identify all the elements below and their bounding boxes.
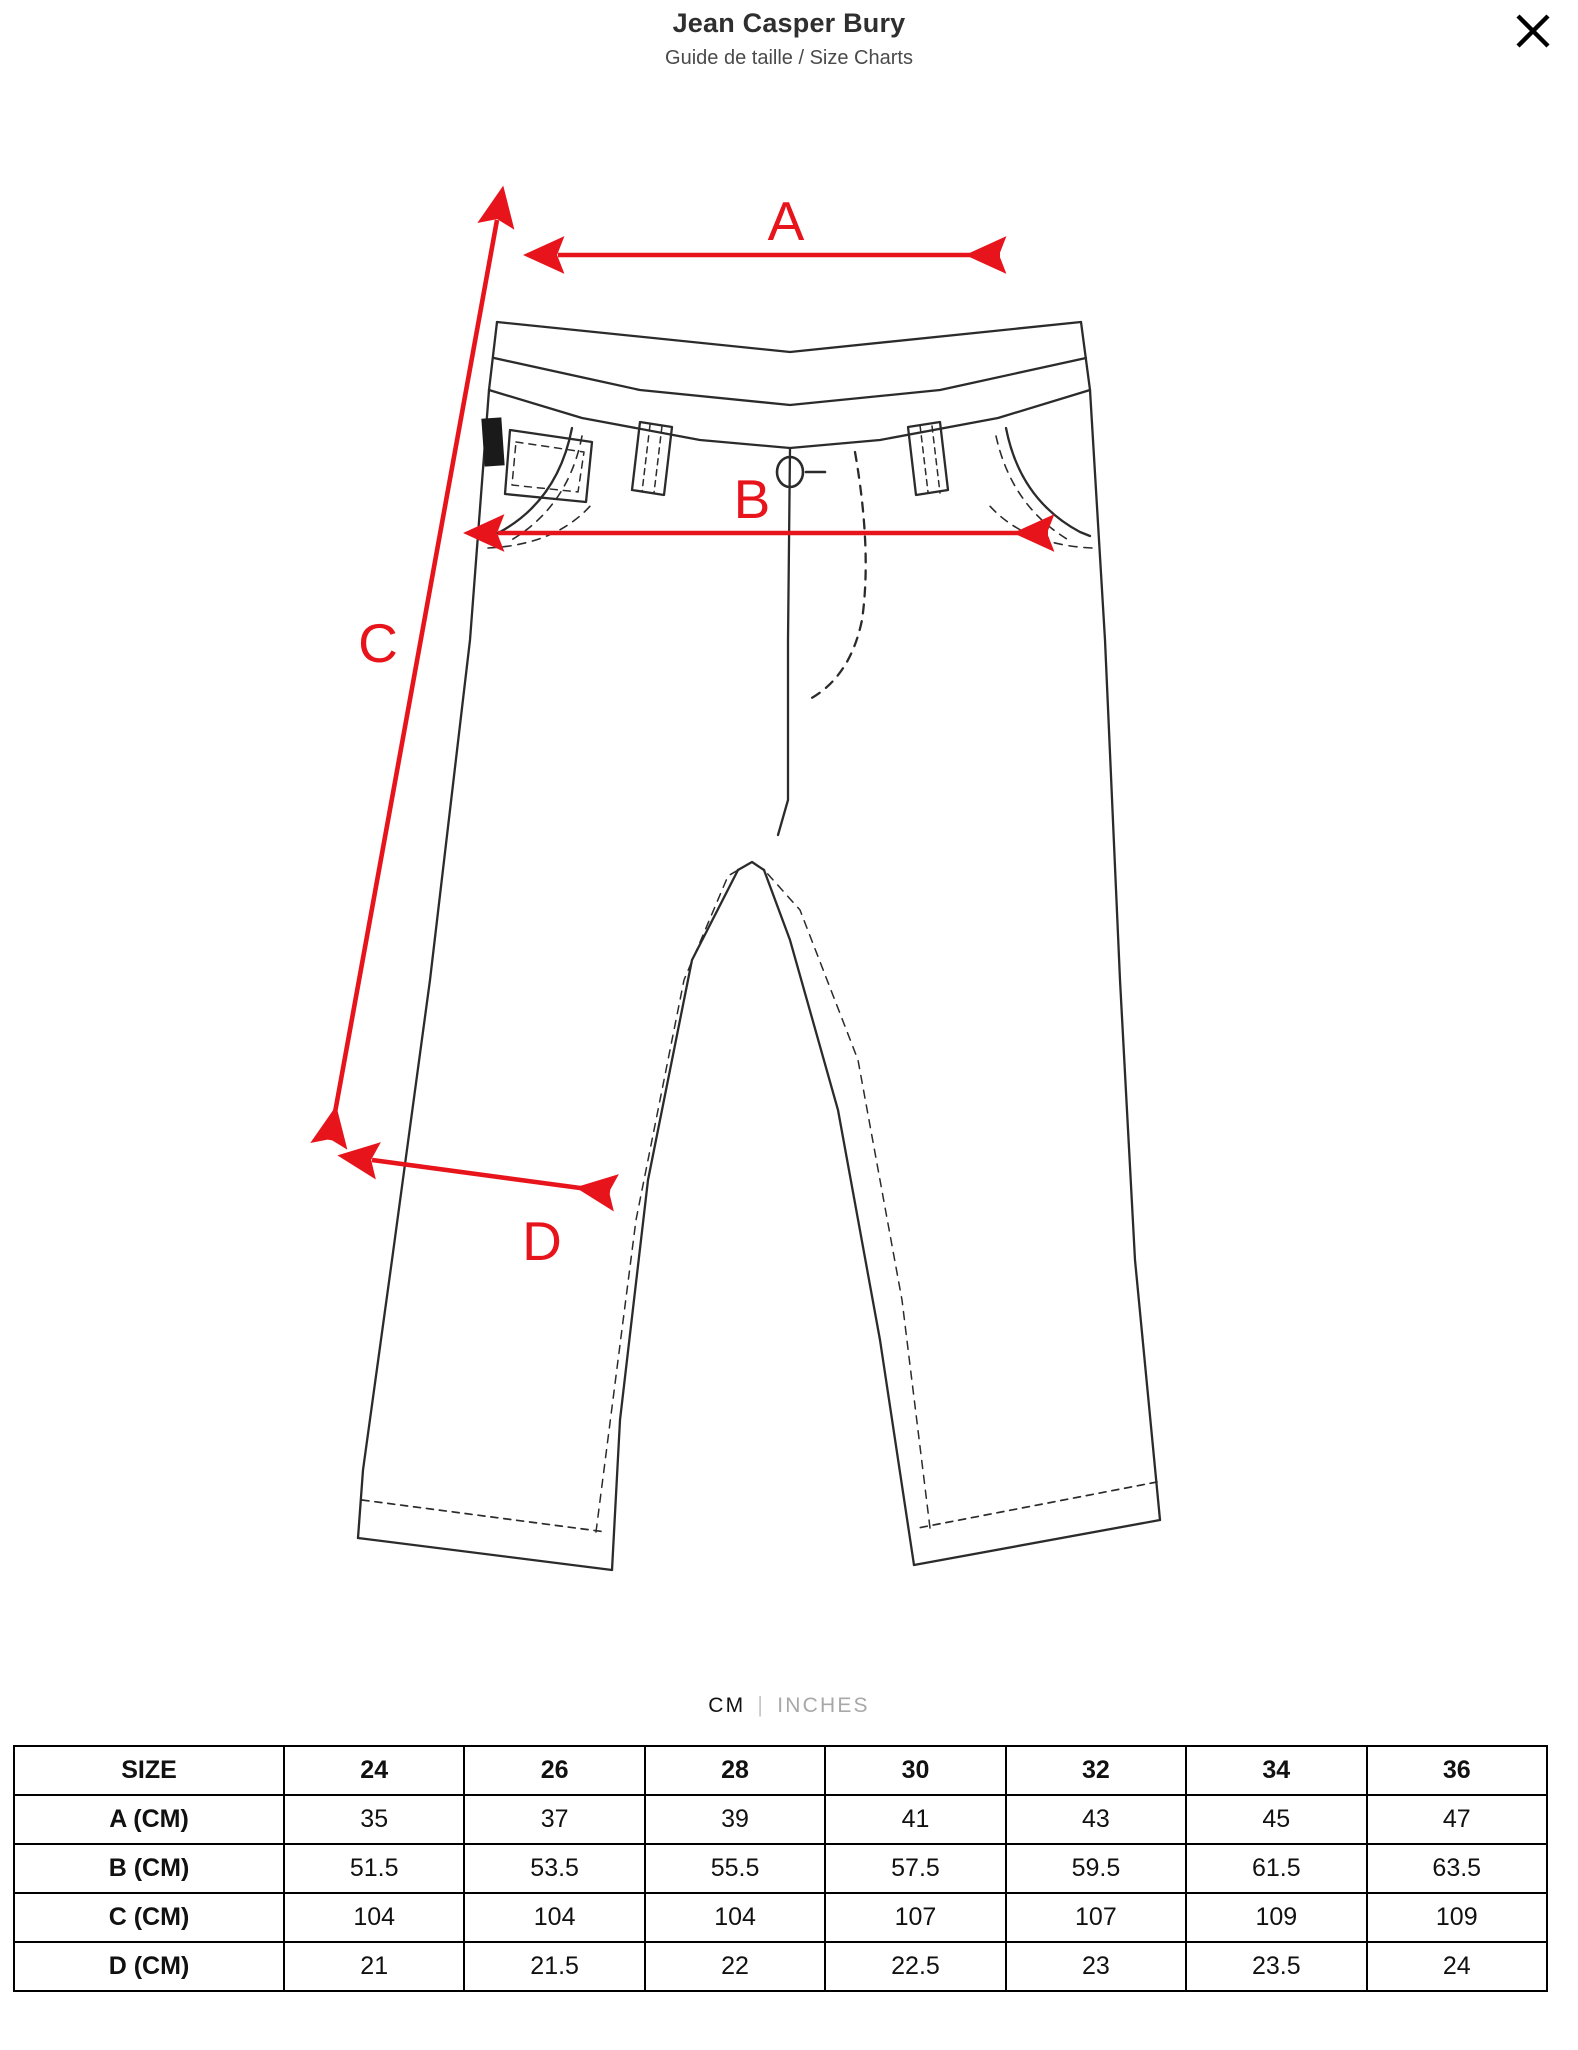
cell-a-28: 39: [643, 1794, 827, 1845]
table-header-24: 24: [282, 1745, 466, 1796]
cell-d-36: 24: [1365, 1941, 1549, 1992]
cell-c-34: 109: [1185, 1892, 1368, 1943]
table-header-32: 32: [1004, 1745, 1188, 1796]
measure-d-label: D: [522, 1210, 562, 1272]
row-label-a: A (CM): [13, 1794, 285, 1845]
cell-b-28: 55.5: [643, 1843, 827, 1894]
page-title: Jean Casper Bury: [672, 8, 906, 38]
table-header-28: 28: [643, 1745, 827, 1796]
unit-inches-button[interactable]: INCHES: [771, 1694, 876, 1718]
cell-c-24: 104: [282, 1892, 466, 1943]
cell-d-28: 22: [643, 1941, 827, 1992]
table-header-size: SIZE: [13, 1745, 285, 1796]
size-chart-table: SIZE 24 26 28 30 32 34 36 A (CM) 35 37 3…: [13, 1745, 1549, 1992]
row-label-b: B (CM): [13, 1843, 285, 1894]
measure-c-label: C: [358, 612, 398, 674]
cell-a-24: 35: [282, 1794, 466, 1845]
page-subtitle: Guide de taille / Size Charts: [665, 47, 913, 69]
cell-b-32: 59.5: [1004, 1843, 1188, 1894]
cell-a-36: 47: [1365, 1794, 1549, 1845]
table-header-34: 34: [1185, 1745, 1368, 1796]
measure-d: D: [337, 1142, 619, 1272]
cell-a-30: 41: [824, 1794, 1007, 1845]
measure-a-label: A: [768, 190, 805, 252]
jeans-technical-drawing: A B C D: [310, 185, 1162, 1572]
cell-d-34: 23.5: [1185, 1941, 1368, 1992]
measure-b-label: B: [734, 468, 771, 530]
measure-b: B: [463, 468, 1055, 552]
table-row: B (CM) 51.5 53.5 55.5 57.5 59.5 61.5 63.…: [13, 1843, 1549, 1894]
cell-b-34: 61.5: [1185, 1843, 1368, 1894]
table-header-30: 30: [824, 1745, 1007, 1796]
cell-b-30: 57.5: [824, 1843, 1007, 1894]
measure-a: A: [523, 190, 1007, 274]
waist-button: [775, 455, 827, 489]
cell-b-24: 51.5: [282, 1843, 466, 1894]
cell-d-30: 22.5: [824, 1941, 1007, 1992]
row-label-d: D (CM): [13, 1941, 285, 1992]
cell-c-36: 109: [1365, 1892, 1549, 1943]
cell-b-26: 53.5: [463, 1843, 646, 1894]
cell-d-24: 21: [282, 1941, 466, 1992]
measure-c: C: [310, 185, 515, 1150]
cell-d-26: 21.5: [463, 1941, 646, 1992]
table-row: D (CM) 21 21.5 22 22.5 23 23.5 24: [13, 1941, 1549, 1992]
table-header-row: SIZE 24 26 28 30 32 34 36: [13, 1745, 1549, 1796]
close-button[interactable]: [1508, 6, 1558, 56]
brand-tab: [481, 417, 505, 467]
cell-c-32: 107: [1004, 1892, 1188, 1943]
cell-a-32: 43: [1004, 1794, 1188, 1845]
unit-toggle: CM|INCHES: [0, 1692, 1578, 1718]
table-row: A (CM) 35 37 39 41 43 45 47: [13, 1794, 1549, 1845]
table-header-26: 26: [463, 1745, 646, 1796]
cell-c-30: 107: [824, 1892, 1007, 1943]
jeans-outline: [356, 320, 1162, 1572]
cell-d-32: 23: [1004, 1941, 1188, 1992]
table-header-36: 36: [1365, 1745, 1549, 1796]
unit-cm-button[interactable]: CM: [702, 1694, 751, 1718]
cell-b-36: 63.5: [1365, 1843, 1549, 1894]
close-icon: [1516, 14, 1550, 48]
size-diagram: A B C D: [0, 100, 1578, 1680]
cell-c-26: 104: [463, 1892, 646, 1943]
cell-a-26: 37: [463, 1794, 646, 1845]
cell-c-28: 104: [643, 1892, 827, 1943]
unit-separator: |: [757, 1692, 766, 1717]
modal-header: Jean Casper Bury Guide de taille / Size …: [0, 0, 1578, 96]
cell-a-34: 45: [1185, 1794, 1368, 1845]
row-label-c: C (CM): [13, 1892, 285, 1943]
table-row: C (CM) 104 104 104 107 107 109 109: [13, 1892, 1549, 1943]
